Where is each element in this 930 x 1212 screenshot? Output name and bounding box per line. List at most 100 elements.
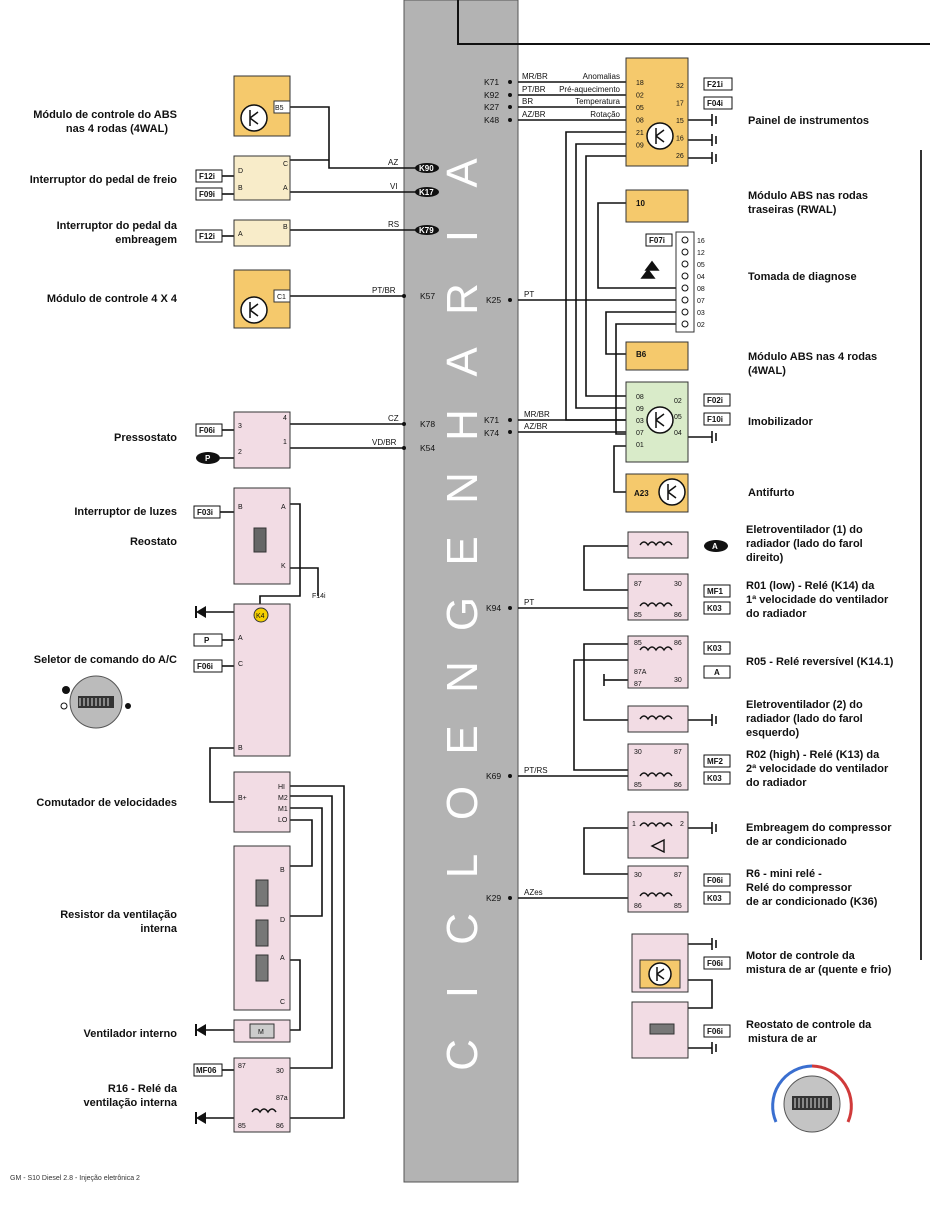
relay-pin: 86	[674, 612, 682, 619]
svg-text:MR/BR: MR/BR	[522, 72, 548, 81]
svg-text:F06i: F06i	[707, 959, 723, 968]
diagnostic-pin: 08	[697, 286, 705, 293]
svg-text:K74: K74	[484, 428, 499, 438]
relay-pin: 86	[674, 640, 682, 647]
left-wire-labels: AZ VI RS PT/BR CZ VD/BR K90 K17 K79 K57 …	[372, 158, 439, 453]
immobilizer-pin: 01	[636, 442, 644, 449]
svg-text:C: C	[283, 161, 288, 168]
vertical-title-letter: H	[438, 409, 487, 441]
left-pin-labels: D B C A A B 3 2 4 1 B A K A C B B+ HI M2…	[238, 161, 288, 1130]
svg-text:K57: K57	[420, 291, 435, 301]
diagnostic-pin: 04	[697, 274, 705, 281]
radiator-fan-2-box	[627, 705, 689, 733]
relay-pin: 30	[674, 581, 682, 588]
svg-text:D: D	[280, 917, 285, 924]
svg-text:Reostato: Reostato	[130, 536, 177, 548]
vertical-title-letter: A	[438, 347, 487, 377]
svg-text:Seletor de comando do A/C: Seletor de comando do A/C	[34, 654, 177, 666]
speed-switch-box	[233, 771, 291, 833]
svg-text:R05 - Relé reversível (K14.1): R05 - Relé reversível (K14.1)	[746, 656, 894, 668]
panel-pin: 16	[676, 136, 684, 143]
svg-text:Painel de instrumentos: Painel de instrumentos	[748, 115, 869, 127]
diagnostic-socket	[681, 260, 689, 268]
svg-text:K27: K27	[484, 102, 499, 112]
svg-text:F21i: F21i	[707, 80, 723, 89]
svg-text:A: A	[238, 635, 243, 642]
left-components: B5 C1 M	[233, 75, 291, 1133]
panel-pin: 32	[676, 83, 684, 90]
diagnostic-socket	[681, 248, 689, 256]
svg-text:K71: K71	[484, 415, 499, 425]
svg-text:B: B	[238, 504, 243, 511]
svg-text:2: 2	[238, 449, 242, 456]
right-components	[625, 57, 695, 1059]
svg-text:AZ: AZ	[388, 158, 398, 167]
svg-text:C: C	[280, 999, 285, 1006]
transistor-icon	[646, 406, 674, 434]
svg-text:F07i: F07i	[649, 236, 665, 245]
svg-text:LO: LO	[278, 817, 288, 824]
relay-pin: 30	[634, 872, 642, 879]
svg-text:K90: K90	[419, 164, 434, 173]
svg-text:F06i: F06i	[197, 662, 213, 671]
diagnostic-pin: 02	[697, 322, 705, 329]
svg-text:K54: K54	[420, 443, 435, 453]
svg-text:K78: K78	[420, 419, 435, 429]
svg-text:A: A	[280, 955, 285, 962]
r6-relay-box	[627, 865, 689, 913]
panel-pin: 08	[636, 118, 644, 125]
immobilizer-pin: 08	[636, 394, 644, 401]
svg-text:CZ: CZ	[388, 414, 399, 423]
svg-text:A: A	[283, 185, 288, 192]
svg-text:AZ/BR: AZ/BR	[524, 422, 548, 431]
svg-text:A: A	[714, 668, 720, 677]
svg-text:87a: 87a	[276, 1095, 288, 1102]
diagnostic-pin: 12	[697, 250, 705, 257]
radiator-fan-1-box	[627, 531, 689, 559]
ac-selector-knob	[60, 675, 131, 729]
svg-text:MF2: MF2	[707, 757, 724, 766]
compressor-clutch-box	[627, 811, 689, 859]
svg-text:Módulo ABS nas 4 rodas(4WAL): Módulo ABS nas 4 rodas(4WAL)	[748, 351, 877, 377]
right-wire-labels: K71 K92 K27 K48 MR/BR PT/BR BR AZ/BR Ano…	[484, 72, 621, 903]
svg-text:B+: B+	[238, 795, 247, 802]
footer-text: GM - S10 Diesel 2.8 - Injeção eletrônica…	[10, 1175, 140, 1182]
relay-pin: 30	[674, 677, 682, 684]
svg-text:F10i: F10i	[707, 415, 723, 424]
svg-text:K4: K4	[256, 613, 265, 620]
svg-text:Pré-aquecimento: Pré-aquecimento	[559, 85, 620, 94]
svg-text:Ventilador interno: Ventilador interno	[83, 1028, 177, 1040]
r16-relay-box	[233, 1057, 291, 1133]
panel-pin: 02	[636, 93, 644, 100]
r01-relay-box	[627, 573, 689, 621]
svg-text:A: A	[238, 231, 243, 238]
diagnostic-pin: 03	[697, 310, 705, 317]
transistor-icon	[240, 296, 268, 324]
vertical-title-letter: G	[438, 597, 487, 631]
clutch-switch-box	[233, 219, 291, 247]
svg-text:10: 10	[636, 199, 645, 208]
vertical-title-letter: R	[438, 283, 487, 315]
immobilizer-pin: 03	[636, 418, 644, 425]
r02-relay-box	[627, 743, 689, 791]
svg-text:VD/BR: VD/BR	[372, 438, 397, 447]
svg-text:K03: K03	[707, 894, 722, 903]
svg-text:86: 86	[276, 1123, 284, 1130]
clutch-pin: 2	[680, 821, 684, 828]
diagnostic-socket	[681, 272, 689, 280]
svg-text:B: B	[283, 224, 288, 231]
svg-text:K79: K79	[419, 226, 434, 235]
transistor-icon	[648, 962, 672, 986]
svg-text:Módulo de controle 4 X 4: Módulo de controle 4 X 4	[47, 293, 178, 305]
vertical-title-letter: E	[438, 725, 487, 754]
diagnostic-socket	[681, 284, 689, 292]
vertical-title-letter: A	[438, 158, 487, 188]
